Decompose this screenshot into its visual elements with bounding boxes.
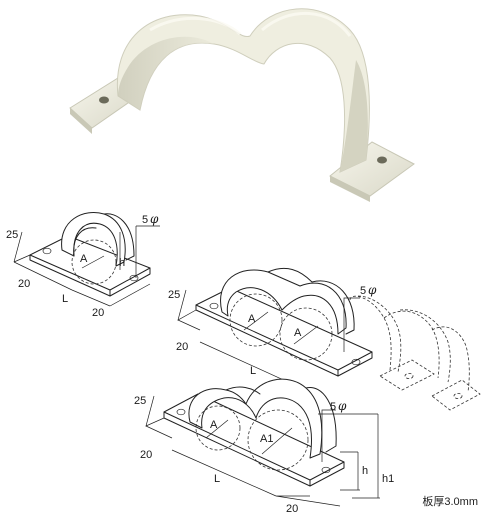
phi-symbol: φ: [150, 212, 159, 226]
extension-outline: [349, 295, 481, 411]
product-photo: [69, 8, 415, 202]
hole-size-label: 5: [142, 214, 148, 226]
dim-flange-right-label: 20: [286, 503, 298, 515]
dim-length-label: L: [62, 293, 68, 305]
dim-flange-left-label: 20: [18, 278, 30, 290]
dim-diameter-large-label: A1: [260, 433, 273, 445]
mounting-hole-icon: [99, 96, 109, 104]
dim-diameter-right-label: A: [294, 327, 302, 339]
dim-length-label: L: [214, 473, 220, 485]
thickness-note: 板厚3.0mm: [422, 496, 478, 508]
diagram-double-saddle: 25 20 L A A 5 φ: [168, 267, 481, 411]
dim-flange-right-label: 20: [92, 307, 104, 319]
dim-diameter-label: A: [80, 253, 88, 265]
phi-symbol: φ: [338, 399, 347, 413]
phi-symbol: φ: [368, 283, 377, 297]
dim-height-label: h: [119, 257, 125, 269]
mounting-hole-icon: [377, 156, 387, 164]
hole-size-label: 5: [330, 401, 336, 413]
hole-size-label: 5: [360, 285, 366, 297]
dim-width-label: 25: [134, 395, 146, 407]
diagram-mixed-saddle: 25 20 L 20 A A1 h h1 5 φ: [134, 378, 394, 515]
dim-width-label: 25: [168, 289, 180, 301]
dim-diameter-left-label: A: [248, 313, 256, 325]
dim-flange-label: 20: [176, 341, 188, 353]
diagram-single-saddle: 25 20 L 20 A h 5 φ: [6, 212, 160, 319]
dim-diameter-label: A: [210, 419, 218, 431]
dim-length-label: L: [250, 365, 256, 377]
dim-width-label: 25: [6, 229, 18, 241]
dim-flange-left-label: 20: [140, 449, 152, 461]
dim-height-label: h: [362, 465, 368, 477]
dim-height-large-label: h1: [382, 473, 394, 485]
